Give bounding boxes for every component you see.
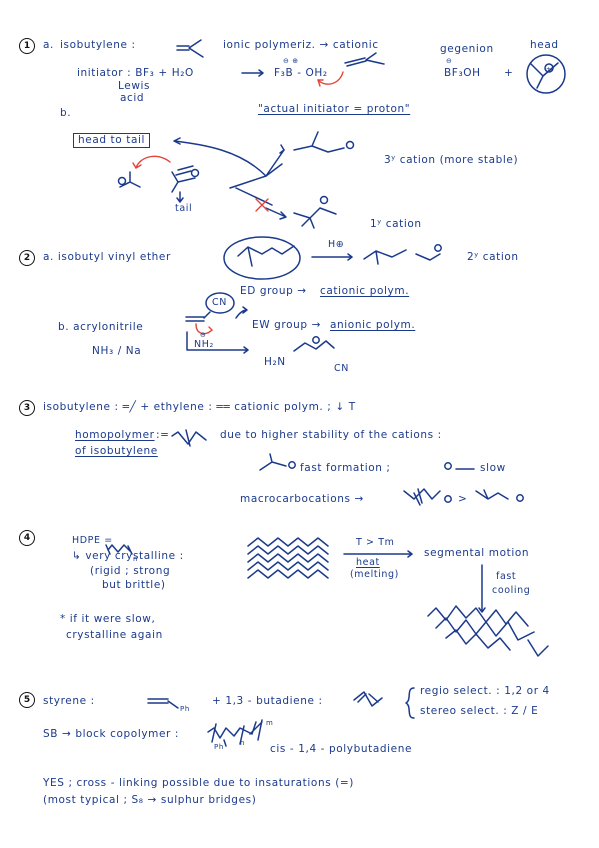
cn-product-label: CN	[334, 363, 349, 374]
hdpe-label: HDPE =	[72, 535, 113, 546]
section-5-number: 5	[19, 692, 35, 708]
macrocarbocations: macrocarbocations →	[240, 493, 364, 505]
secondary-cation-label: 2ʸ cation	[467, 251, 519, 263]
alkene-structure	[344, 52, 385, 67]
butadiene-label: + 1,3 - butadiene :	[212, 695, 323, 707]
regio-select: regio select. : 1,2 or 4	[420, 685, 550, 697]
sb-n: n	[240, 739, 246, 747]
s1-gegenion: gegenion	[440, 43, 494, 55]
h-plus-label: H⊕	[328, 239, 345, 250]
section-3-number: 3	[19, 400, 35, 416]
s1-lewis: Lewis	[118, 80, 151, 92]
very-crystalline: ↳ very crystalline :	[72, 550, 184, 562]
ether-ellipse	[223, 236, 301, 280]
melting-label: (melting)	[350, 569, 399, 580]
s1-isobutylene: isobutylene :	[60, 39, 136, 51]
stereo-select: stereo select. : Z / E	[420, 705, 539, 717]
nh2-charge: ⊖	[200, 331, 207, 339]
s1-initiator: initiator : BF₃ + H₂O	[77, 67, 194, 79]
segmental-motion: segmental motion	[424, 547, 530, 559]
head-to-tail-arrow	[173, 137, 267, 177]
cis-polybutadiene: cis - 1,4 - polybutadiene	[270, 743, 413, 755]
if-slow-line2: crystalline again	[66, 629, 163, 641]
red-arrow-1	[317, 71, 344, 85]
tail-label: tail	[175, 203, 193, 214]
fast-label: fast	[496, 571, 517, 582]
nh2-label: NH₂	[194, 339, 214, 350]
section-2-number: 2	[19, 250, 35, 266]
anionic-polym-label: anionic polym.	[330, 319, 416, 331]
slow-label: slow	[480, 462, 506, 474]
s1-f3b: F₃B - OH₂	[274, 67, 328, 79]
primary-cation-label: 1ʸ cation	[370, 218, 422, 230]
cationic-polym-label: cationic polym.	[320, 285, 410, 297]
ed-group-label: ED group →	[240, 285, 307, 297]
cooling-label: cooling	[492, 585, 531, 596]
sb-block-copolymer: SB → block copolymer :	[43, 728, 180, 740]
isobutylene-structure	[176, 39, 204, 58]
t-greater-tm: T > Tm	[356, 537, 395, 548]
h2n-label: H₂N	[264, 356, 286, 368]
head-to-tail-box: head to tail	[73, 133, 151, 148]
s1-bf3oh: BF₃OH	[444, 67, 481, 79]
heat-label: heat	[356, 557, 380, 568]
s1-acid: acid	[120, 92, 145, 104]
s1-a-label: a.	[43, 39, 54, 51]
s1-ionic: ionic polymeriz. → cationic	[223, 39, 379, 51]
styrene-label: styrene :	[43, 695, 95, 707]
section-4-number: 4	[19, 530, 35, 546]
sb-ph: Ph	[214, 743, 224, 751]
tertiary-cation-label: 3ʸ cation (more stable)	[384, 154, 519, 166]
cn-ellipse	[205, 292, 235, 314]
ew-group-label: EW group →	[252, 319, 321, 331]
if-slow-line1: * if it were slow,	[60, 613, 156, 625]
s1-actual-initiator: "actual initiator = proton"	[258, 103, 411, 115]
s2-b-label: b. acrylonitrile	[58, 321, 144, 333]
s1-plus: +	[504, 67, 514, 79]
s3-line1: isobutylene : ═╱ + ethylene : ══ cationi…	[43, 401, 356, 413]
s2-a-label: a. isobutyl vinyl ether	[43, 251, 171, 263]
crystalline-zigzags	[247, 537, 329, 579]
cn-label: CN	[212, 297, 227, 308]
fast-formation: fast formation ;	[300, 462, 391, 474]
of-isobutylene-label: of isobutylene	[75, 445, 158, 457]
s1-b-label: b.	[60, 107, 72, 119]
rigid-strong: (rigid ; strong	[90, 565, 171, 577]
s1-f3b-charges: ⊖ ⊕	[283, 57, 299, 65]
defeq-symbol: :=	[156, 429, 170, 441]
s1-head: head	[530, 39, 559, 51]
but-brittle: but brittle)	[102, 579, 166, 591]
section-1-number: 1	[19, 38, 35, 54]
most-typical: (most typical ; S₈ → sulphur bridges)	[43, 794, 257, 806]
sb-m: m	[266, 719, 274, 727]
yes-crosslinking: YES ; cross - linking possible due to in…	[43, 777, 354, 789]
due-to-stability: due to higher stability of the cations :	[220, 429, 442, 441]
nh3-na-label: NH₃ / Na	[92, 345, 142, 357]
head-cation-circle	[526, 54, 566, 94]
greater-than: >	[458, 493, 468, 505]
s1-bf3oh-charge: ⊖	[446, 57, 453, 65]
homopolymer-label: homopolymer	[75, 429, 155, 441]
styrene-ph: Ph	[180, 705, 190, 713]
hdpe-n: n	[133, 555, 139, 563]
svg-text:+: +	[546, 66, 551, 73]
